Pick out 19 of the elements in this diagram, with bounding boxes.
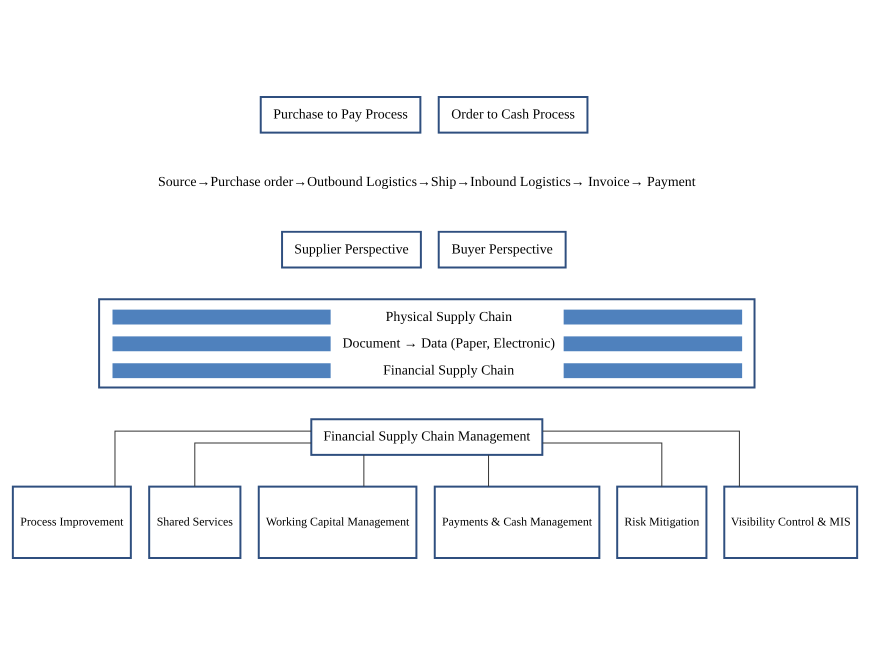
node-box: Visibility Control & MIS <box>723 486 858 560</box>
node-box: Order to Cash Process <box>438 96 588 134</box>
connector <box>114 430 312 488</box>
connector <box>194 442 312 487</box>
connector <box>542 442 662 487</box>
node-box: Shared Services <box>148 486 242 560</box>
node-box: Payments & Cash Management <box>434 486 600 560</box>
node-box: Supplier Perspective <box>281 230 422 268</box>
label: Source→Purchase order→Outbound Logistics→Ship→Inbound Logistics→ Invoice→ Payment <box>158 174 696 190</box>
node-box: Buyer Perspective <box>438 230 567 268</box>
connector <box>363 454 364 487</box>
node-box: Process Improvement <box>12 486 132 560</box>
connector <box>542 430 740 488</box>
connector <box>488 454 490 487</box>
node-box: Working Capital Management <box>258 486 418 560</box>
node-box: Financial Supply Chain Management <box>310 418 544 456</box>
node-box: Risk Mitigation <box>616 486 708 560</box>
node-box: Purchase to Pay Process <box>260 96 422 134</box>
node-box: Physical Supply Chain Document → Data (Paper, Electronic) Financial Supply Chain <box>98 298 756 388</box>
